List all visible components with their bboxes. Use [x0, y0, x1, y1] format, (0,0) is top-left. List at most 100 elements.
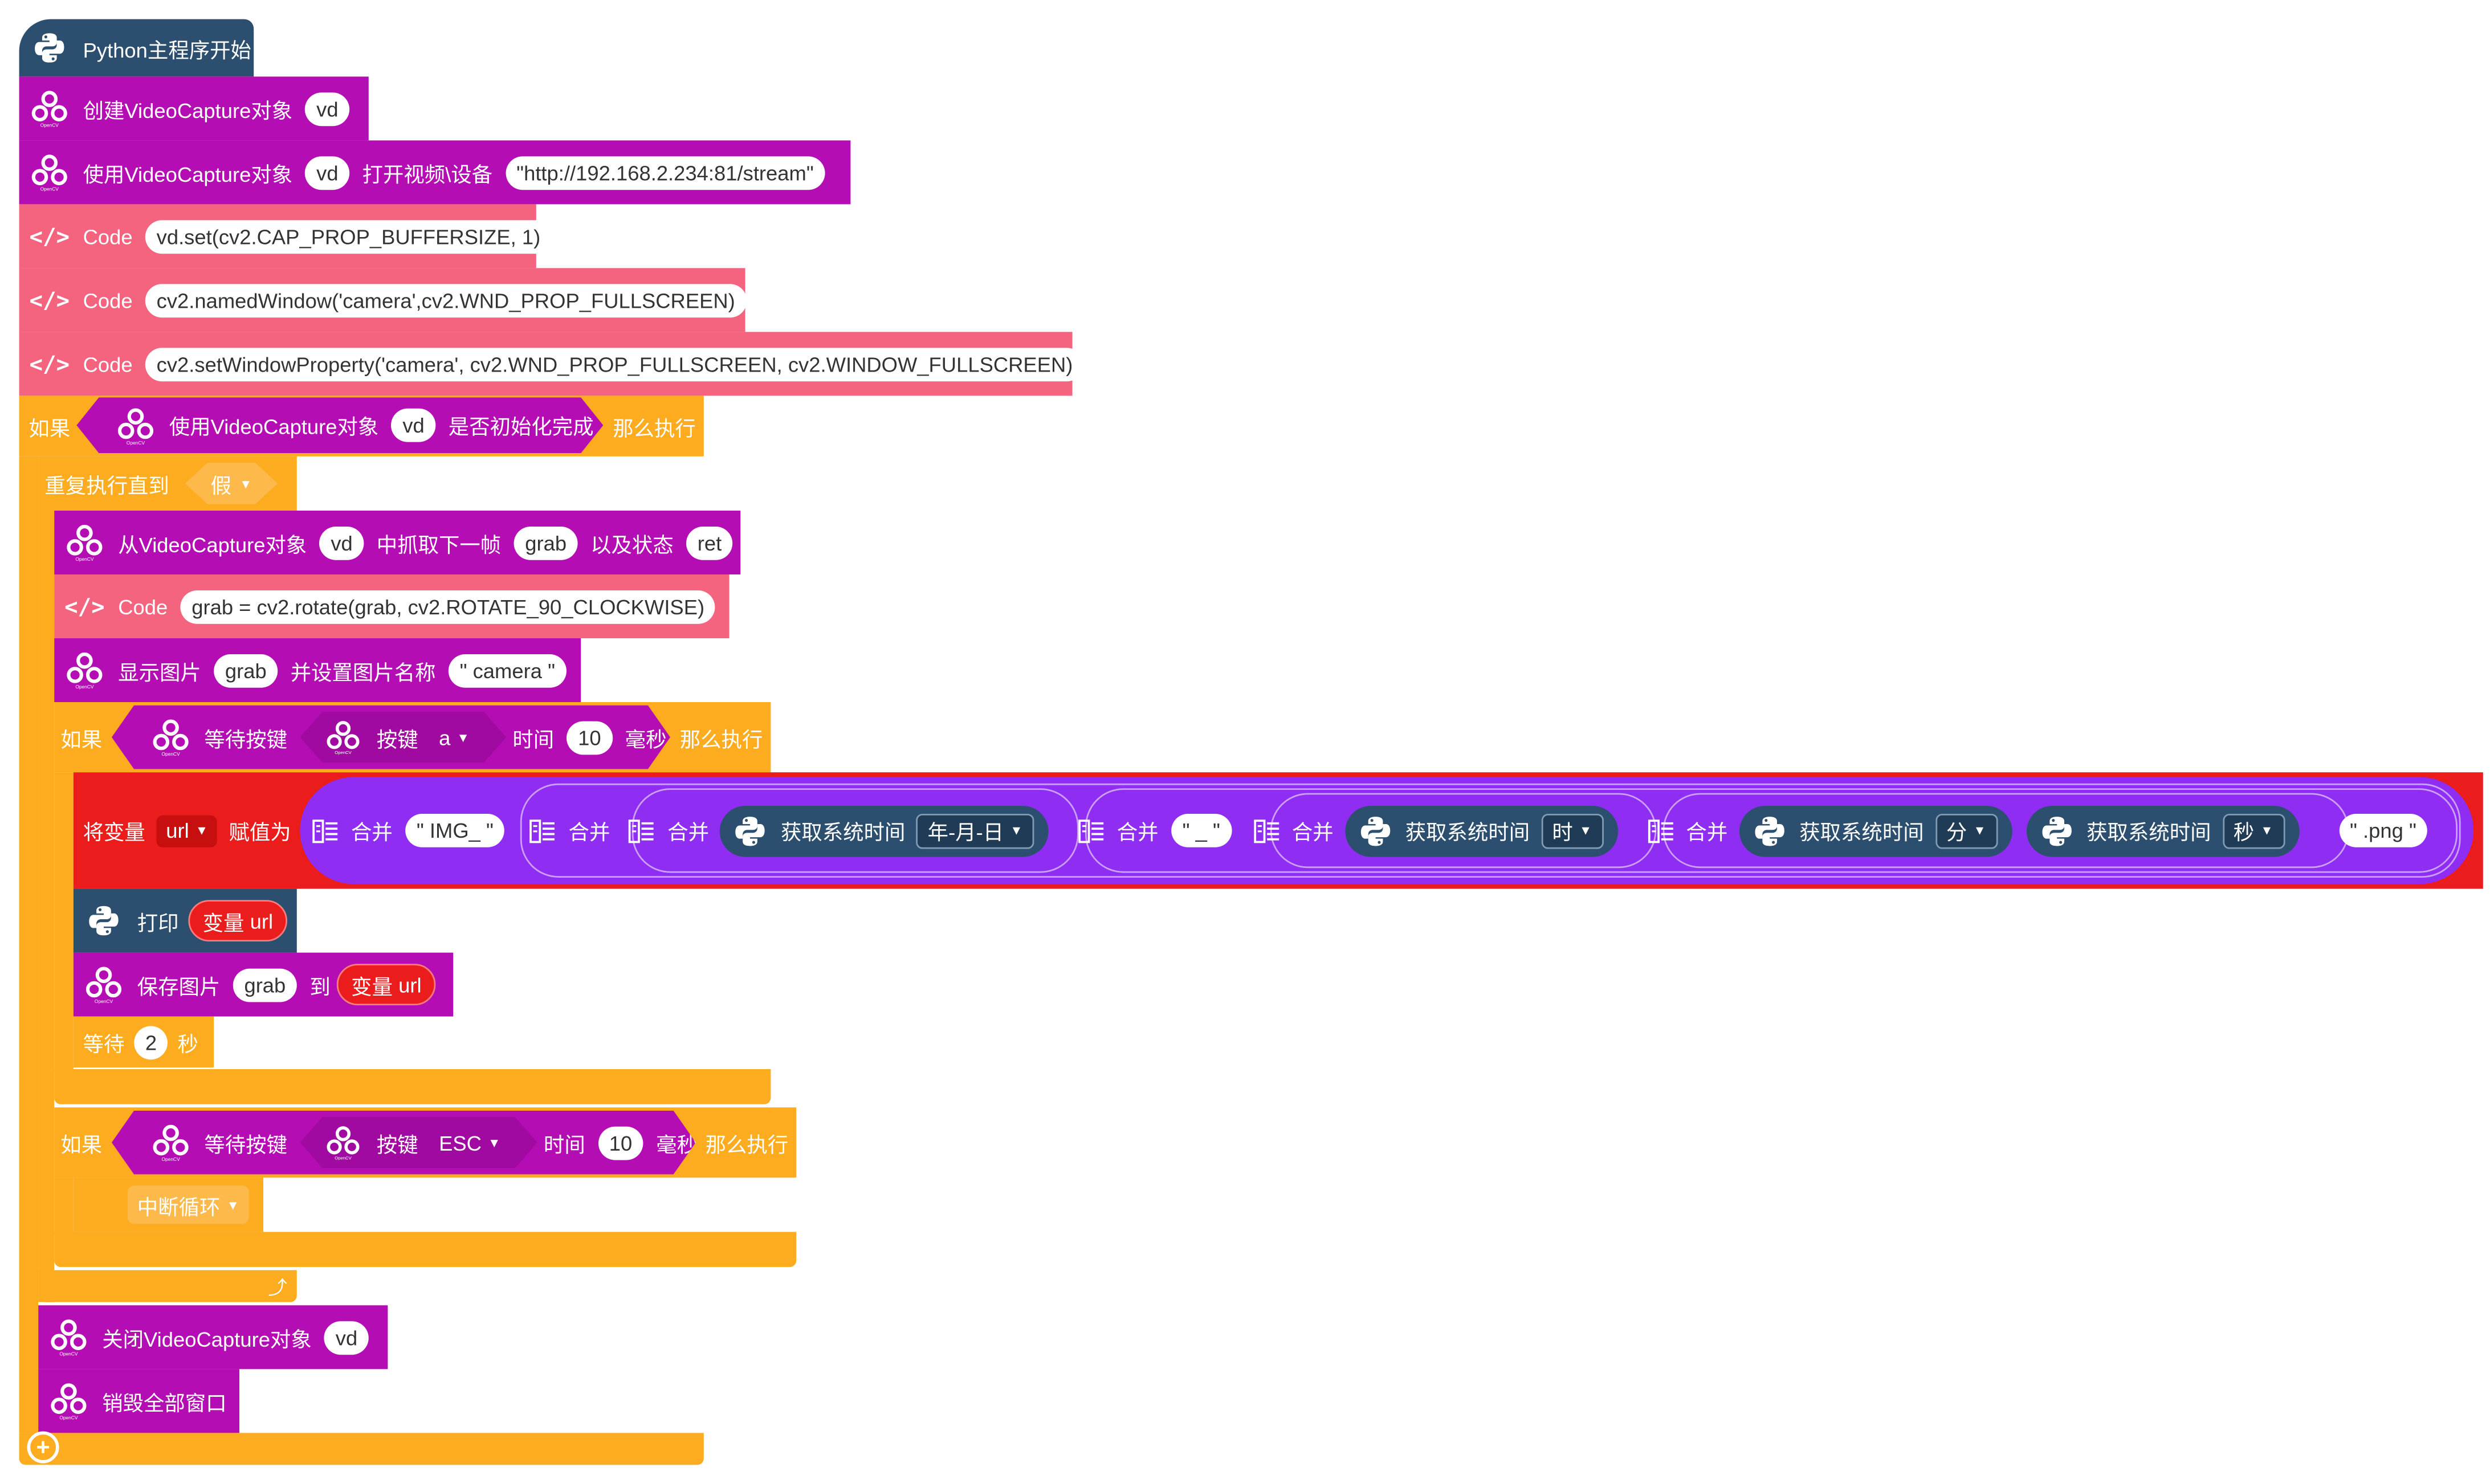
time-label: 时间	[512, 727, 555, 751]
date-format-dropdown[interactable]: 年-月-日▼	[916, 813, 1034, 849]
wait-seconds-field[interactable]: 2	[134, 1025, 168, 1059]
vd-variable-pill[interactable]: vd	[392, 409, 436, 442]
opencv-icon	[64, 650, 105, 691]
vd-variable-pill[interactable]: vd	[305, 156, 350, 189]
merge-label: 合并	[568, 820, 610, 845]
false-dropdown[interactable]: 假▼	[185, 463, 278, 504]
code-field-1[interactable]: vd.set(cv2.CAP_PROP_BUFFERSIZE, 1)	[145, 219, 552, 253]
repeat-until-label: 重复执行直到	[44, 473, 169, 498]
minute-dropdown[interactable]: 分▼	[1935, 813, 1998, 849]
grab-variable-pill[interactable]: grab	[233, 968, 297, 1001]
wait-key-label: 等待按键	[204, 727, 288, 751]
window-name-field[interactable]: " camera "	[448, 653, 567, 687]
second-dropdown[interactable]: 秒▼	[2222, 813, 2285, 849]
concat-contents: 合并 " IMG_ " 合并 合并 获取系统时间 年-月-日▼ 合并 " _ "…	[309, 777, 2434, 884]
grab-variable-pill[interactable]: grab	[214, 653, 278, 687]
key-selector[interactable]: 按键 a▼	[300, 712, 506, 763]
get-time-date-block[interactable]: 获取系统时间 年-月-日▼	[720, 805, 1049, 857]
if-key-esc-body-bar	[54, 1177, 74, 1236]
break-loop-dropdown[interactable]: 中断循环▼	[128, 1185, 249, 1224]
get-time-second-block[interactable]: 获取系统时间 秒▼	[2026, 805, 2299, 857]
close-videocapture-block[interactable]: 关闭VideoCapture对象 vd	[38, 1305, 388, 1369]
hour-dropdown[interactable]: 时▼	[1541, 813, 1603, 849]
loop-arrow-icon: ⤴	[268, 1275, 287, 1298]
underscore-field[interactable]: " _ "	[1171, 814, 1232, 847]
list-icon	[1250, 810, 1282, 851]
url-variable-dropdown[interactable]: url▼	[156, 814, 218, 847]
vd-variable-pill[interactable]: vd	[324, 1320, 369, 1354]
save-image-label: 保存图片	[137, 974, 221, 998]
vd-variable-pill[interactable]: vd	[319, 525, 364, 560]
code-block-2[interactable]: Code cv2.namedWindow('camera',cv2.WND_PR…	[19, 268, 747, 332]
stream-url-field[interactable]: "http://192.168.2.234:81/stream"	[505, 156, 825, 189]
open-video-block[interactable]: 使用VideoCapture对象 vd 打开视频\设备 "http://192.…	[19, 140, 851, 205]
key-selector[interactable]: 按键 ESC▼	[300, 1117, 537, 1168]
then-label-2: 那么执行	[679, 727, 763, 751]
list-icon	[626, 810, 658, 851]
get-time-hour-block[interactable]: 获取系统时间 时▼	[1344, 805, 1618, 857]
merge-label: 合并	[1116, 820, 1159, 845]
show-image-label: 显示图片	[118, 659, 201, 684]
repeat-until-block[interactable]: 重复执行直到 假▼	[38, 456, 297, 511]
list-icon	[527, 810, 559, 851]
then-label-3: 那么执行	[705, 1132, 789, 1156]
wait-key-esc-condition[interactable]: 等待按键 按键 ESC▼ 时间 10 毫秒	[112, 1111, 696, 1175]
code-field-4[interactable]: grab = cv2.rotate(grab, cv2.ROTATE_90_CL…	[180, 589, 716, 623]
python-icon	[1749, 810, 1790, 851]
if-key-a-footer	[54, 1069, 771, 1104]
wait-seconds-block[interactable]: 等待 2 秒	[73, 1016, 214, 1068]
merge-label: 合并	[351, 820, 393, 845]
show-image-block[interactable]: 显示图片 grab 并设置图片名称 " camera "	[54, 638, 581, 702]
code-icon	[28, 279, 70, 321]
url-variable-reporter[interactable]: 变量 url	[336, 964, 436, 1005]
code-field-3[interactable]: cv2.setWindowProperty('camera', cv2.WND_…	[145, 347, 1084, 381]
get-system-time-label: 获取系统时间	[1405, 820, 1530, 845]
vd-variable-pill[interactable]: vd	[305, 92, 350, 125]
url-variable-reporter[interactable]: 变量 url	[188, 900, 288, 941]
key-label: 按键	[376, 1132, 418, 1156]
merge-label: 合并	[667, 820, 710, 845]
from-videocapture-label: 从VideoCapture对象	[118, 532, 307, 556]
create-videocapture-block[interactable]: 创建VideoCapture对象 vd	[19, 76, 369, 141]
list-icon	[1645, 810, 1677, 851]
concat-ring-4	[1270, 793, 1657, 869]
save-image-block[interactable]: 保存图片 grab 到 变量 url	[73, 952, 454, 1017]
ret-variable-pill[interactable]: ret	[686, 525, 733, 560]
save-to-label: 到	[309, 974, 331, 998]
set-image-name-label: 并设置图片名称	[290, 659, 436, 684]
get-system-time-label: 获取系统时间	[781, 820, 906, 845]
key-a-dropdown[interactable]: a▼	[439, 725, 470, 749]
opencv-icon	[150, 1122, 191, 1163]
wait-ms-field[interactable]: 10	[567, 720, 613, 754]
seconds-unit-label: 秒	[177, 1032, 198, 1056]
if-key-esc-footer	[54, 1232, 797, 1267]
wait-ms-field[interactable]: 10	[598, 1126, 643, 1159]
python-icon	[1354, 810, 1396, 851]
png-suffix-field[interactable]: " .png "	[2338, 814, 2428, 847]
key-esc-dropdown[interactable]: ESC▼	[439, 1130, 501, 1155]
python-icon	[730, 810, 771, 851]
use-videocapture-label: 使用VideoCapture对象	[169, 415, 379, 439]
add-circle-icon[interactable]: +	[27, 1431, 59, 1463]
destroy-windows-block[interactable]: 销毁全部窗口	[38, 1369, 239, 1433]
get-time-minute-block[interactable]: 获取系统时间 分▼	[1738, 805, 2012, 857]
if-body-bar	[19, 456, 39, 1433]
print-block[interactable]: 打印 变量 url	[73, 888, 297, 953]
use-videocapture-label: 使用VideoCapture对象	[83, 162, 293, 186]
wait-key-a-condition[interactable]: 等待按键 按键 a▼ 时间 10 毫秒	[112, 706, 670, 769]
assign-to-label: 赋值为	[229, 820, 291, 845]
code-field-2[interactable]: cv2.namedWindow('camera',cv2.WND_PROP_FU…	[145, 283, 747, 317]
grab-variable-pill[interactable]: grab	[514, 525, 578, 560]
python-icon	[83, 900, 125, 941]
init-check-condition[interactable]: 使用VideoCapture对象 vd 是否初始化完成	[76, 397, 603, 453]
break-loop-block[interactable]: 中断循环▼	[73, 1177, 264, 1232]
init-complete-label: 是否初始化完成	[448, 415, 594, 439]
wait-key-label: 等待按键	[204, 1132, 288, 1156]
python-main-start-block[interactable]: Python主程序开始	[19, 19, 254, 77]
grab-frame-block[interactable]: 从VideoCapture对象 vd 中抓取下一帧 grab 以及状态 ret	[54, 511, 741, 574]
code-block-3[interactable]: Code cv2.setWindowProperty('camera', cv2…	[19, 332, 1084, 396]
code-block-4[interactable]: Code grab = cv2.rotate(grab, cv2.ROTATE_…	[54, 574, 730, 638]
img-prefix-field[interactable]: " IMG_ "	[405, 814, 505, 847]
opencv-icon	[115, 405, 157, 446]
code-block-1[interactable]: Code vd.set(cv2.CAP_PROP_BUFFERSIZE, 1)	[19, 204, 552, 268]
